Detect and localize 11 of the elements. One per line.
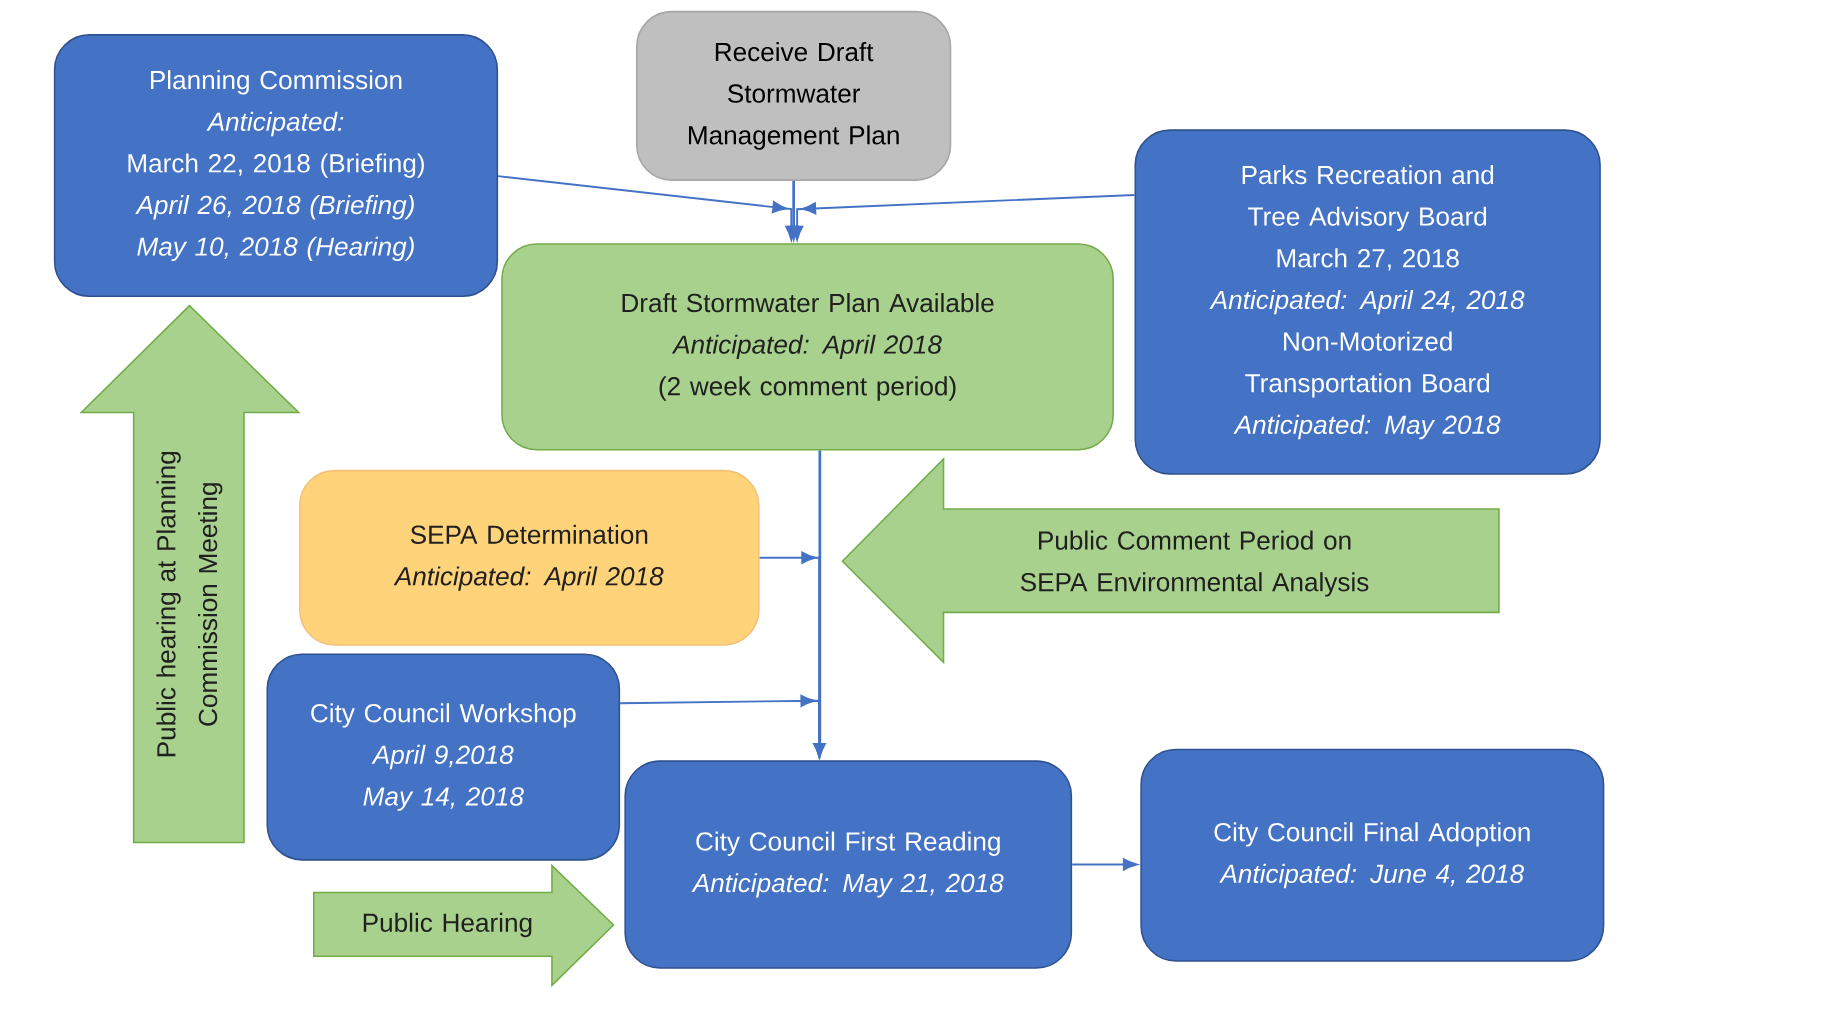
arrow <box>1071 858 1138 871</box>
process-box: City Council Final Adoption Anticipated: June 4, 2018 <box>1140 748 1605 962</box>
process-box: Parks Recreation and Tree Advisory Board March 27, 2018 Anticipated: April 24, 2018 Non-Motorized Transportation Board Anticipated: May 2018 <box>1134 129 1601 475</box>
process-box: City Council Workshop April 9,2018 May 14, 2018 <box>266 653 621 861</box>
process-box: Draft Stormwater Plan Available Anticipated: April 2018 (2 week comment period) <box>501 243 1114 451</box>
process-box: City Council First Reading Anticipated: May 21, 2018 <box>624 760 1073 969</box>
process-box: Planning Commission Anticipated: March 22, 2018 (Briefing) April 26, 2018 (Briefing) May 10, 2018 (Hearing) <box>53 34 499 298</box>
start-box: Receive Draft Stormwater Management Plan <box>636 10 952 181</box>
arrow <box>791 194 1136 241</box>
process-box: SEPA Determination Anticipated: April 2018 <box>299 469 760 646</box>
arrow <box>619 694 826 758</box>
